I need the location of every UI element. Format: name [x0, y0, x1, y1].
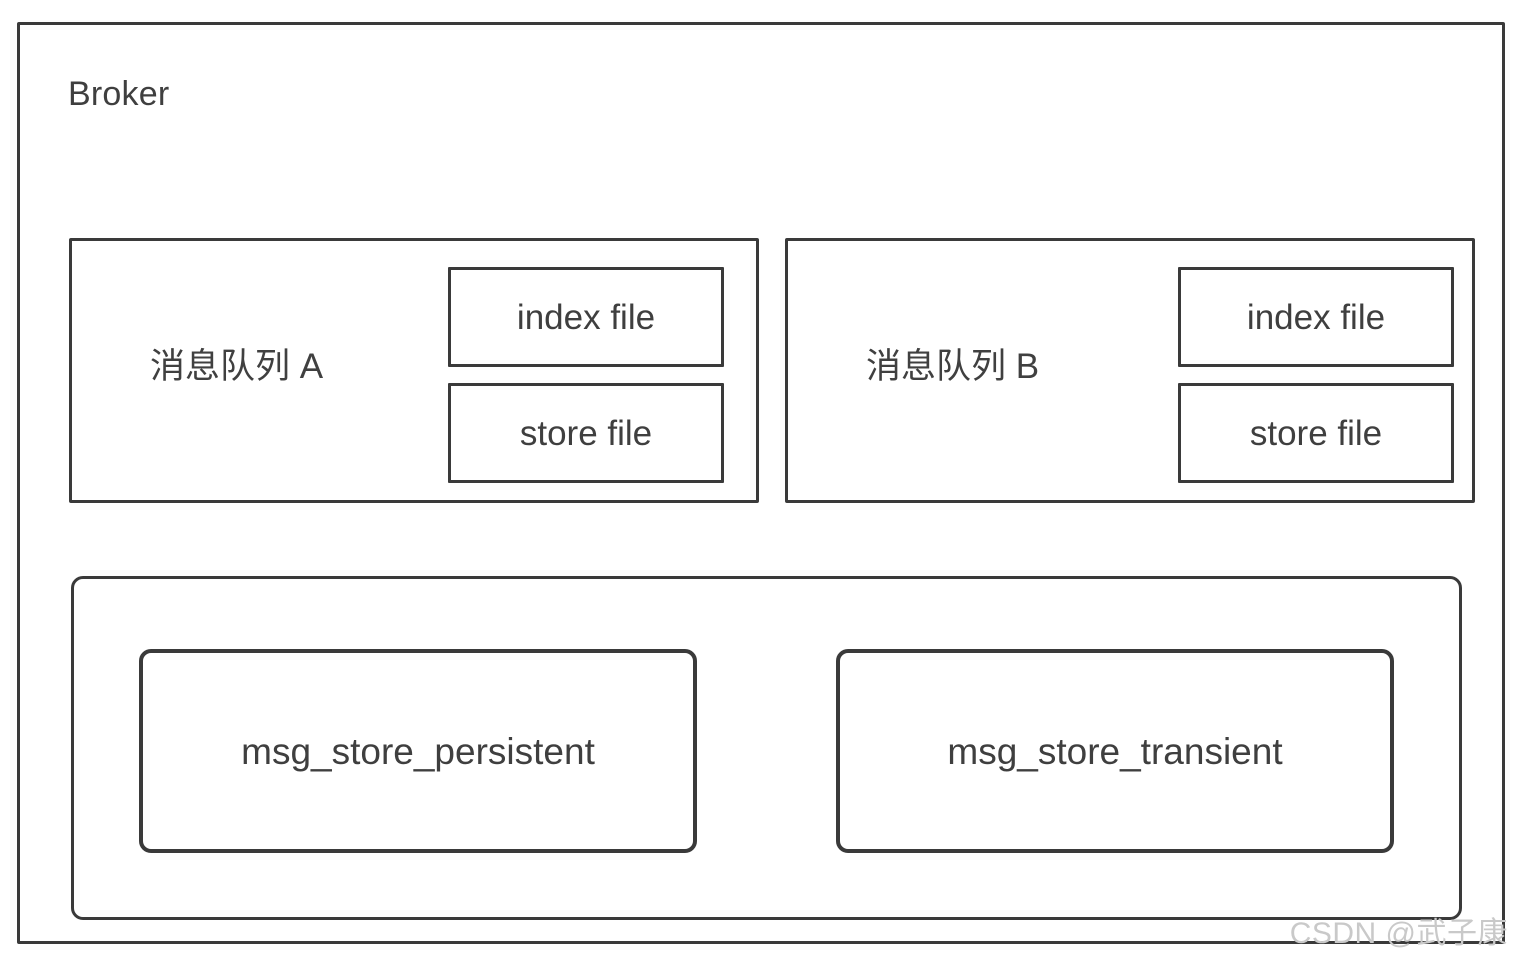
broker-container: Broker 消息队列 A index file store file 消息队列… [17, 22, 1505, 944]
message-queue-a-box: 消息队列 A index file store file [69, 238, 759, 503]
queue-a-index-file-box: index file [448, 267, 724, 367]
message-queue-b-label: 消息队列 B [866, 347, 1040, 386]
message-store-container: msg_store_persistent msg_store_transient [71, 576, 1462, 920]
queue-a-store-file-label: store file [519, 413, 653, 453]
message-queue-a-label: 消息队列 A [150, 347, 324, 386]
queue-a-store-file-box: store file [448, 383, 724, 483]
queue-b-store-file-label: store file [1249, 413, 1383, 453]
msg-store-persistent-box: msg_store_persistent [139, 649, 697, 853]
queue-b-index-file-box: index file [1178, 267, 1454, 367]
msg-store-persistent-label: msg_store_persistent [241, 730, 595, 772]
msg-store-transient-label: msg_store_transient [947, 730, 1283, 772]
queue-b-store-file-box: store file [1178, 383, 1454, 483]
message-queue-b-box: 消息队列 B index file store file [785, 238, 1475, 503]
queue-a-index-file-label: index file [516, 297, 656, 337]
broker-title: Broker [68, 75, 170, 113]
queue-b-index-file-label: index file [1246, 297, 1386, 337]
msg-store-transient-box: msg_store_transient [836, 649, 1394, 853]
